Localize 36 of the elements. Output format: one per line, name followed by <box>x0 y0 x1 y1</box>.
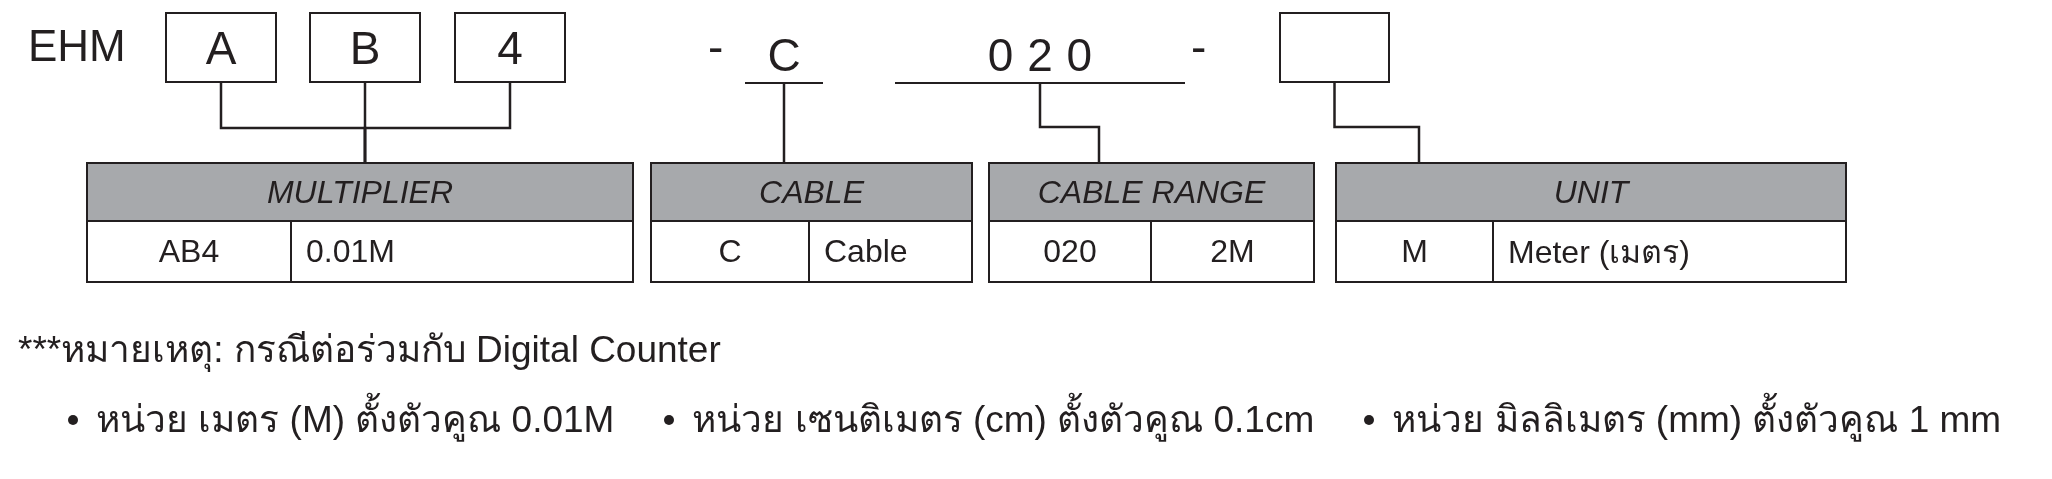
code-table <box>1335 162 1847 283</box>
code-character: A <box>205 24 237 71</box>
description-cell-text: Cable <box>823 232 909 271</box>
table-header: MULTIPLIER <box>88 164 632 222</box>
description-cell-text: 0.01M <box>305 232 396 271</box>
connector-line <box>1333 83 1421 162</box>
table-header: CABLE RANGE <box>990 164 1313 222</box>
description-cell-text: Meter (เมตร) <box>1507 233 1691 272</box>
connector-line <box>363 83 512 162</box>
code-table <box>86 162 634 283</box>
code-character: 4 <box>497 24 523 71</box>
code-character: B <box>349 24 381 71</box>
code-character: 020 <box>987 32 1106 78</box>
code-cell: 020 <box>990 222 1152 281</box>
code-cell: AB4 <box>88 222 292 281</box>
separator-dash: - <box>708 20 724 75</box>
code-box <box>454 12 566 83</box>
note-item: หน่วย เมตร (M) ตั้งตัวคูณ 0.01M <box>96 390 615 450</box>
table-header: UNIT <box>1337 164 1845 222</box>
code-character: C <box>767 32 801 78</box>
separator-dash: - <box>1191 20 1207 75</box>
note-item: หน่วย เซนติเมตร (cm) ตั้งตัวคูณ 0.1cm <box>692 390 1315 450</box>
code-table <box>650 162 973 283</box>
blank-code-box <box>1279 12 1390 83</box>
code-prefix-text: EHM <box>28 20 126 72</box>
table-header: CABLE <box>652 164 971 222</box>
description-cell-text: 2M <box>1209 232 1256 271</box>
code-box <box>165 12 277 83</box>
code-cell: M <box>1337 222 1494 281</box>
connector-line <box>1038 84 1101 162</box>
note-text: ***หมายเหตุ: กรณีต่อร่วมกับ Digital Counter <box>18 328 721 374</box>
note-item: หน่วย มิลลิเมตร (mm) ตั้งตัวคูณ 1 mm <box>1392 390 2002 450</box>
code-table <box>988 162 1315 283</box>
code-cell: C <box>652 222 810 281</box>
code-box <box>309 12 421 83</box>
connector-line <box>782 84 786 162</box>
